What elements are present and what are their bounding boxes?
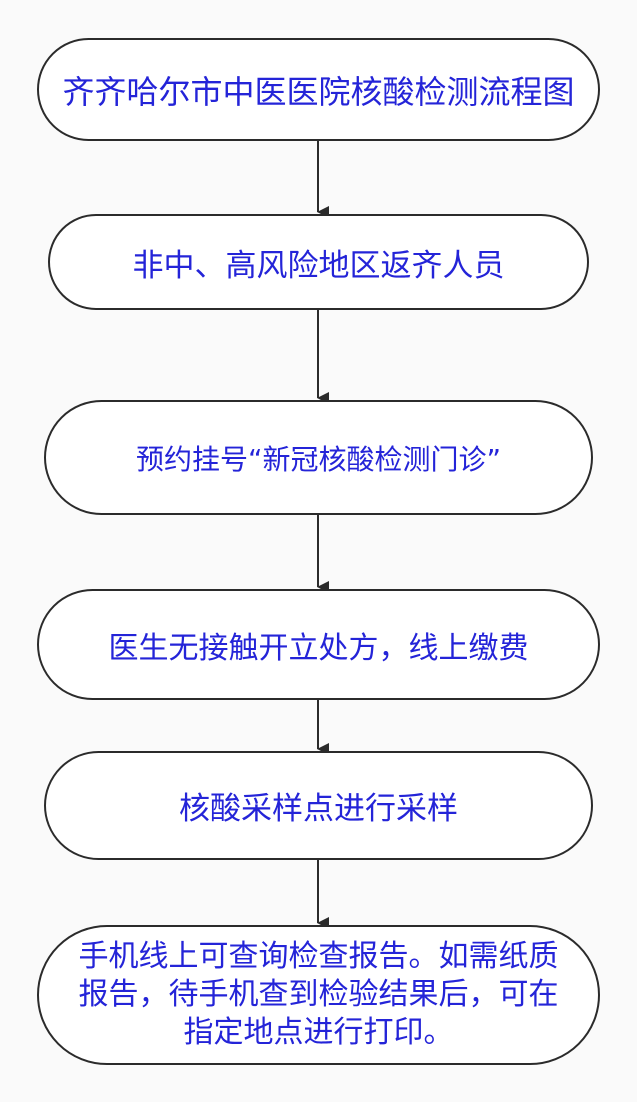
step-eligible-returnees-text: 非中、高风险地区返齐人员 bbox=[132, 247, 505, 284]
step-report-query-node: 手机线上可查询检查报告。如需纸质 报告，待手机查到检验结果后，可在 指定地点进行… bbox=[37, 925, 600, 1065]
flowchart-title-text: 齐齐哈尔市中医医院核酸检测流程图 bbox=[62, 72, 575, 111]
flowchart-title-node: 齐齐哈尔市中医医院核酸检测流程图 bbox=[37, 38, 600, 141]
step-sampling-node: 核酸采样点进行采样 bbox=[44, 751, 593, 860]
step-sampling-text: 核酸采样点进行采样 bbox=[179, 791, 458, 827]
step-book-appointment-node: 预约挂号“新冠核酸检测门诊” bbox=[44, 400, 593, 515]
step-report-query-text: 手机线上可查询检查报告。如需纸质 报告，待手机查到检验结果后，可在 指定地点进行… bbox=[78, 938, 559, 1051]
step-prescription-payment-node: 医生无接触开立处方，线上缴费 bbox=[37, 589, 600, 700]
step-book-appointment-text: 预约挂号“新冠核酸检测门诊” bbox=[135, 442, 501, 476]
step-prescription-payment-text: 医生无接触开立处方，线上缴费 bbox=[108, 630, 529, 666]
step-eligible-returnees-node: 非中、高风险地区返齐人员 bbox=[48, 214, 589, 310]
